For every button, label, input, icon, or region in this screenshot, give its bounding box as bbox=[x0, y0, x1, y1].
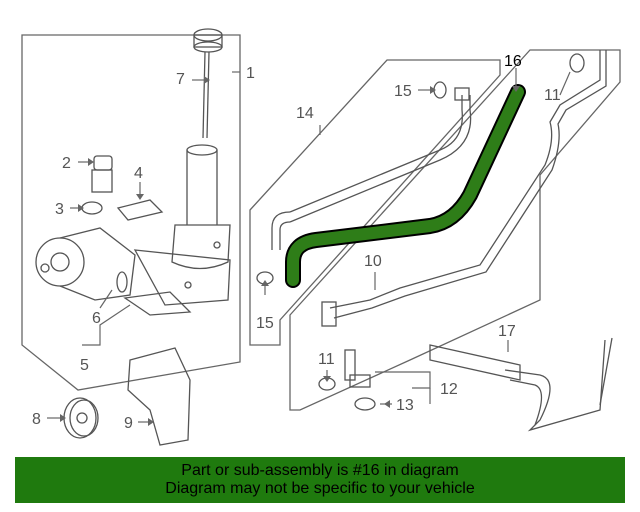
callout-6: 6 bbox=[92, 310, 101, 327]
callout-11-bottom: 11 bbox=[318, 351, 335, 368]
panel-line-group-10 bbox=[289, 49, 621, 411]
o-ring-11-top bbox=[569, 53, 585, 73]
callout-16: 16 bbox=[504, 53, 522, 70]
cooler-17 bbox=[429, 337, 613, 432]
panel-hose-group-14 bbox=[249, 59, 501, 346]
vehicle-fit-banner: Part or sub-assembly is #16 in diagram D… bbox=[15, 457, 625, 503]
callout-8: 8 bbox=[32, 411, 41, 428]
mount-bracket-9 bbox=[127, 347, 191, 446]
pressure-hose-14 bbox=[271, 87, 472, 250]
parts-diagram: 1 2 3 4 5 6 7 8 9 10 11 11 12 13 14 15 1… bbox=[21, 28, 621, 446]
arrowheads bbox=[60, 76, 520, 426]
banner-line-1: Part or sub-assembly is #16 in diagram bbox=[181, 462, 459, 479]
power-steering-pump bbox=[35, 227, 136, 301]
reservoir bbox=[133, 144, 231, 306]
o-ring-6 bbox=[116, 271, 128, 293]
callout-3: 3 bbox=[55, 201, 64, 218]
banner-line-2: Diagram may not be specific to your vehi… bbox=[165, 480, 475, 497]
callout-7: 7 bbox=[176, 71, 185, 88]
o-ring-3 bbox=[81, 201, 103, 215]
pulley-8 bbox=[63, 397, 99, 439]
callout-11-top: 11 bbox=[544, 87, 561, 104]
callout-4: 4 bbox=[134, 165, 143, 182]
fitting-12 bbox=[344, 349, 371, 388]
return-line-10 bbox=[321, 50, 607, 327]
callout-13: 13 bbox=[396, 397, 414, 414]
reservoir-cap bbox=[193, 28, 223, 139]
return-hose-16-fill bbox=[287, 86, 524, 286]
callout-17: 17 bbox=[498, 323, 516, 340]
callout-14: 14 bbox=[296, 105, 314, 122]
o-ring-13 bbox=[354, 397, 376, 411]
clip-4 bbox=[116, 199, 164, 221]
callout-9: 9 bbox=[124, 415, 133, 432]
callout-10: 10 bbox=[364, 253, 382, 270]
pump-bracket bbox=[123, 291, 192, 316]
fitting-2 bbox=[91, 155, 113, 193]
return-hose-16 bbox=[285, 84, 526, 288]
callout-15-bottom: 15 bbox=[256, 315, 274, 332]
callout-5: 5 bbox=[80, 357, 89, 374]
callout-1: 1 bbox=[246, 65, 255, 82]
callout-2: 2 bbox=[62, 155, 71, 172]
callout-12: 12 bbox=[440, 381, 458, 398]
callout-15-top: 15 bbox=[394, 83, 412, 100]
